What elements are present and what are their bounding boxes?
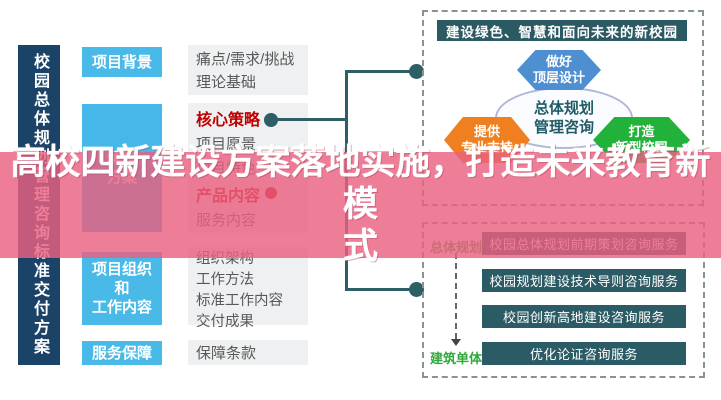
scale-arrow [455,253,457,339]
list-item-core-strategy: 核心策略 [196,112,261,130]
section-box-label: 和 [114,280,130,297]
connector-line [345,288,412,291]
ellipse-label: 管理咨询 [533,119,594,136]
connector-dot [409,282,424,297]
section-box-organization-work: 项目组织 和 工作内容 [82,252,162,325]
hexagon-top-level-design: 做好 顶层设计 [517,50,601,90]
title-overlay-band: 高校四新建设方案落地实施，打造未来教育新模 式 [0,143,721,266]
vision-header: 建设绿色、智慧和面向未来的新校园 [437,20,687,41]
section-box-label: 项目背景 [91,53,152,71]
list-item: 交付成果 [196,314,254,330]
page-title-line: 式 [342,227,378,266]
section-box-service-guarantee: 服务保障 [82,341,162,365]
page-title-line: 高校四新建设方案落地实施，打造未来教育新模 [10,143,711,224]
list-item: 保障条款 [196,345,257,362]
scale-label-building-unit: 建筑单体 [429,351,482,366]
connector-line [345,70,412,73]
hexagon-label: 专业支持 [460,140,513,155]
section-box-label: 服务保障 [91,344,152,362]
service-bar: 校园创新高地建设咨询服务 [482,305,686,328]
hexagon-label: 打造 [628,124,655,139]
content-group-background: 痛点/需求/挑战 理论基础 [188,45,308,95]
list-item: 工作方法 [196,272,254,288]
hexagon-label: 新型校园 [615,140,668,155]
content-group-organization: 组织架构 工作方法 标准工作内容 交付成果 [188,247,308,330]
scale-arrow-head-icon [451,339,461,346]
hexagon-label: 顶层设计 [532,70,585,85]
hexagon-label: 做好 [545,54,572,69]
service-bar: 校园规划建设技术导则咨询服务 [482,269,686,292]
connector-dot [409,64,424,79]
service-bar: 优化论证咨询服务 [482,342,686,365]
section-box-label: 项目组织 [91,261,152,278]
section-box-label: 工作内容 [91,299,152,316]
list-item: 标准工作内容 [196,293,283,309]
hexagon-label: 提供 [473,124,500,139]
content-group-guarantee: 保障条款 [188,340,308,365]
list-item: 项目愿景 [196,136,257,154]
connector-line [271,118,348,121]
ellipse-label: 总体规划 [533,100,594,117]
list-item: 理论基础 [196,74,257,92]
section-box-project-background: 项目背景 [82,47,162,77]
list-item: 痛点/需求/挑战 [196,50,295,68]
